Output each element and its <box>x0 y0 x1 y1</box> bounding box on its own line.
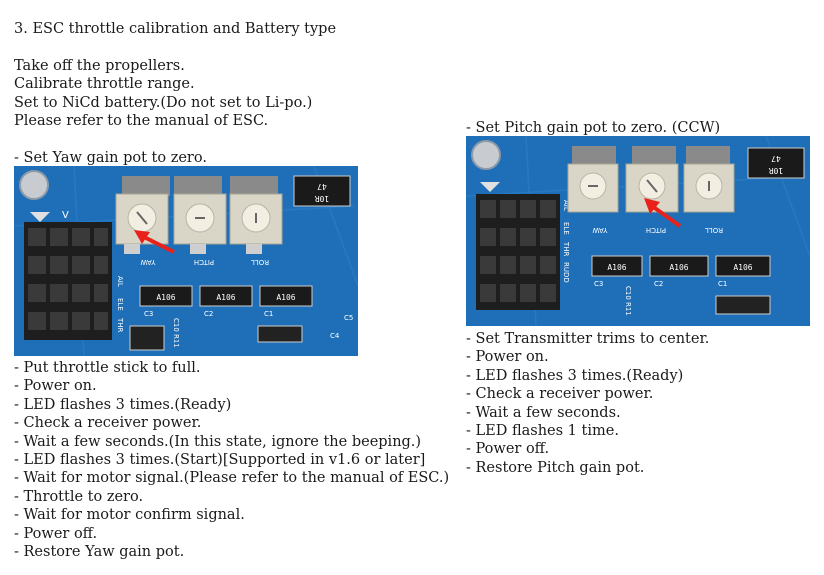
side-label: AIL <box>116 276 124 287</box>
list-item: - Wait a few seconds.(In this state, ign… <box>14 433 422 450</box>
list-item: - LED flashes 3 times.(Ready) <box>466 367 684 384</box>
list-item: - Throttle to zero. <box>14 488 144 505</box>
side-label: ELE <box>116 298 124 311</box>
list-item: - Wait for motor confirm signal. <box>14 507 245 524</box>
list-item: - Power off. <box>14 525 98 542</box>
list-item: - Put throttle stick to full. <box>14 360 201 376</box>
pitch-calibration-steps: - Set Transmitter trims to center. - Pow… <box>466 330 709 477</box>
yaw-caption: - Set Yaw gain pot to zero. <box>14 150 207 166</box>
pot-label-yaw: YAW <box>592 226 608 234</box>
res-label: 47 <box>317 182 327 191</box>
cap-label: A106 <box>276 293 295 302</box>
svg-text:V: V <box>62 210 69 221</box>
small-label: C10 <box>624 286 632 300</box>
res-label: 10R <box>315 194 330 203</box>
list-item: - Wait for motor signal.(Please refer to… <box>14 470 450 487</box>
page-title: 3. ESC throttle calibration and Battery … <box>14 21 337 37</box>
side-label: THR <box>116 317 124 333</box>
intro-line: Please refer to the manual of ESC. <box>14 113 269 130</box>
cap-label: A106 <box>216 293 235 302</box>
pitch-caption: - Set Pitch gain pot to zero. (CCW) <box>466 120 721 136</box>
small-label: C5 <box>344 314 353 322</box>
cap-label: A106 <box>669 263 688 272</box>
small-label: C10 <box>172 318 180 332</box>
side-label: ELE <box>562 222 570 235</box>
list-item: - LED flashes 3 times.(Ready) <box>14 396 232 413</box>
list-item: - Restore Pitch gain pot. <box>466 459 645 476</box>
list-item: - Set Transmitter trims to center. <box>466 331 710 347</box>
list-item: - Power on. <box>466 349 549 366</box>
small-label: C4 <box>330 332 340 340</box>
side-label: RUDD <box>562 262 570 283</box>
cap-ref: C2 <box>654 280 663 288</box>
list-item: - LED flashes 3 times.(Start)[Supported … <box>14 451 426 468</box>
small-label: R11 <box>624 302 632 316</box>
pot-label-roll: ROLL <box>705 226 723 234</box>
intro-instructions: Take off the propellers. Calibrate throt… <box>14 57 312 131</box>
pot-label-pitch: PITCH <box>194 258 214 266</box>
intro-line: Set to NiCd battery.(Do not set to Li-po… <box>14 94 313 111</box>
cap-label: A106 <box>156 293 175 302</box>
yaw-calibration-steps: - Put throttle stick to full. - Power on… <box>14 359 449 561</box>
pot-label-roll: ROLL <box>251 258 269 266</box>
pot-label-pitch: PITCH <box>646 226 666 234</box>
yaw-board-photo: V AIL ELE THR YAW PITCH ROLL A106 <box>14 166 358 356</box>
side-label: AIL <box>562 200 570 211</box>
cap-ref: C3 <box>144 310 153 318</box>
side-label: THR <box>562 241 570 257</box>
pot-label-yaw: YAW <box>140 258 156 266</box>
cap-ref: C1 <box>718 280 727 288</box>
cap-ref: C2 <box>204 310 213 318</box>
small-label: R11 <box>172 334 180 348</box>
list-item: - Check a receiver power. <box>14 415 202 432</box>
res-label: 47 <box>771 154 781 163</box>
intro-line: Calibrate throttle range. <box>14 76 195 93</box>
pitch-board-photo: AIL ELE THR RUDD YAW PITCH ROLL A106 A10… <box>466 136 810 326</box>
intro-line: Take off the propellers. <box>14 58 185 74</box>
list-item: - Check a receiver power. <box>466 386 654 403</box>
list-item: - Power off. <box>466 441 550 458</box>
list-item: - Power on. <box>14 378 97 395</box>
cap-label: A106 <box>607 263 626 272</box>
res-label: 10R <box>769 166 784 175</box>
cap-label: A106 <box>733 263 752 272</box>
list-item: - Restore Yaw gain pot. <box>14 543 185 560</box>
cap-ref: C3 <box>594 280 603 288</box>
list-item: - Wait a few seconds. <box>466 404 621 421</box>
list-item: - LED flashes 1 time. <box>466 422 619 439</box>
cap-ref: C1 <box>264 310 273 318</box>
